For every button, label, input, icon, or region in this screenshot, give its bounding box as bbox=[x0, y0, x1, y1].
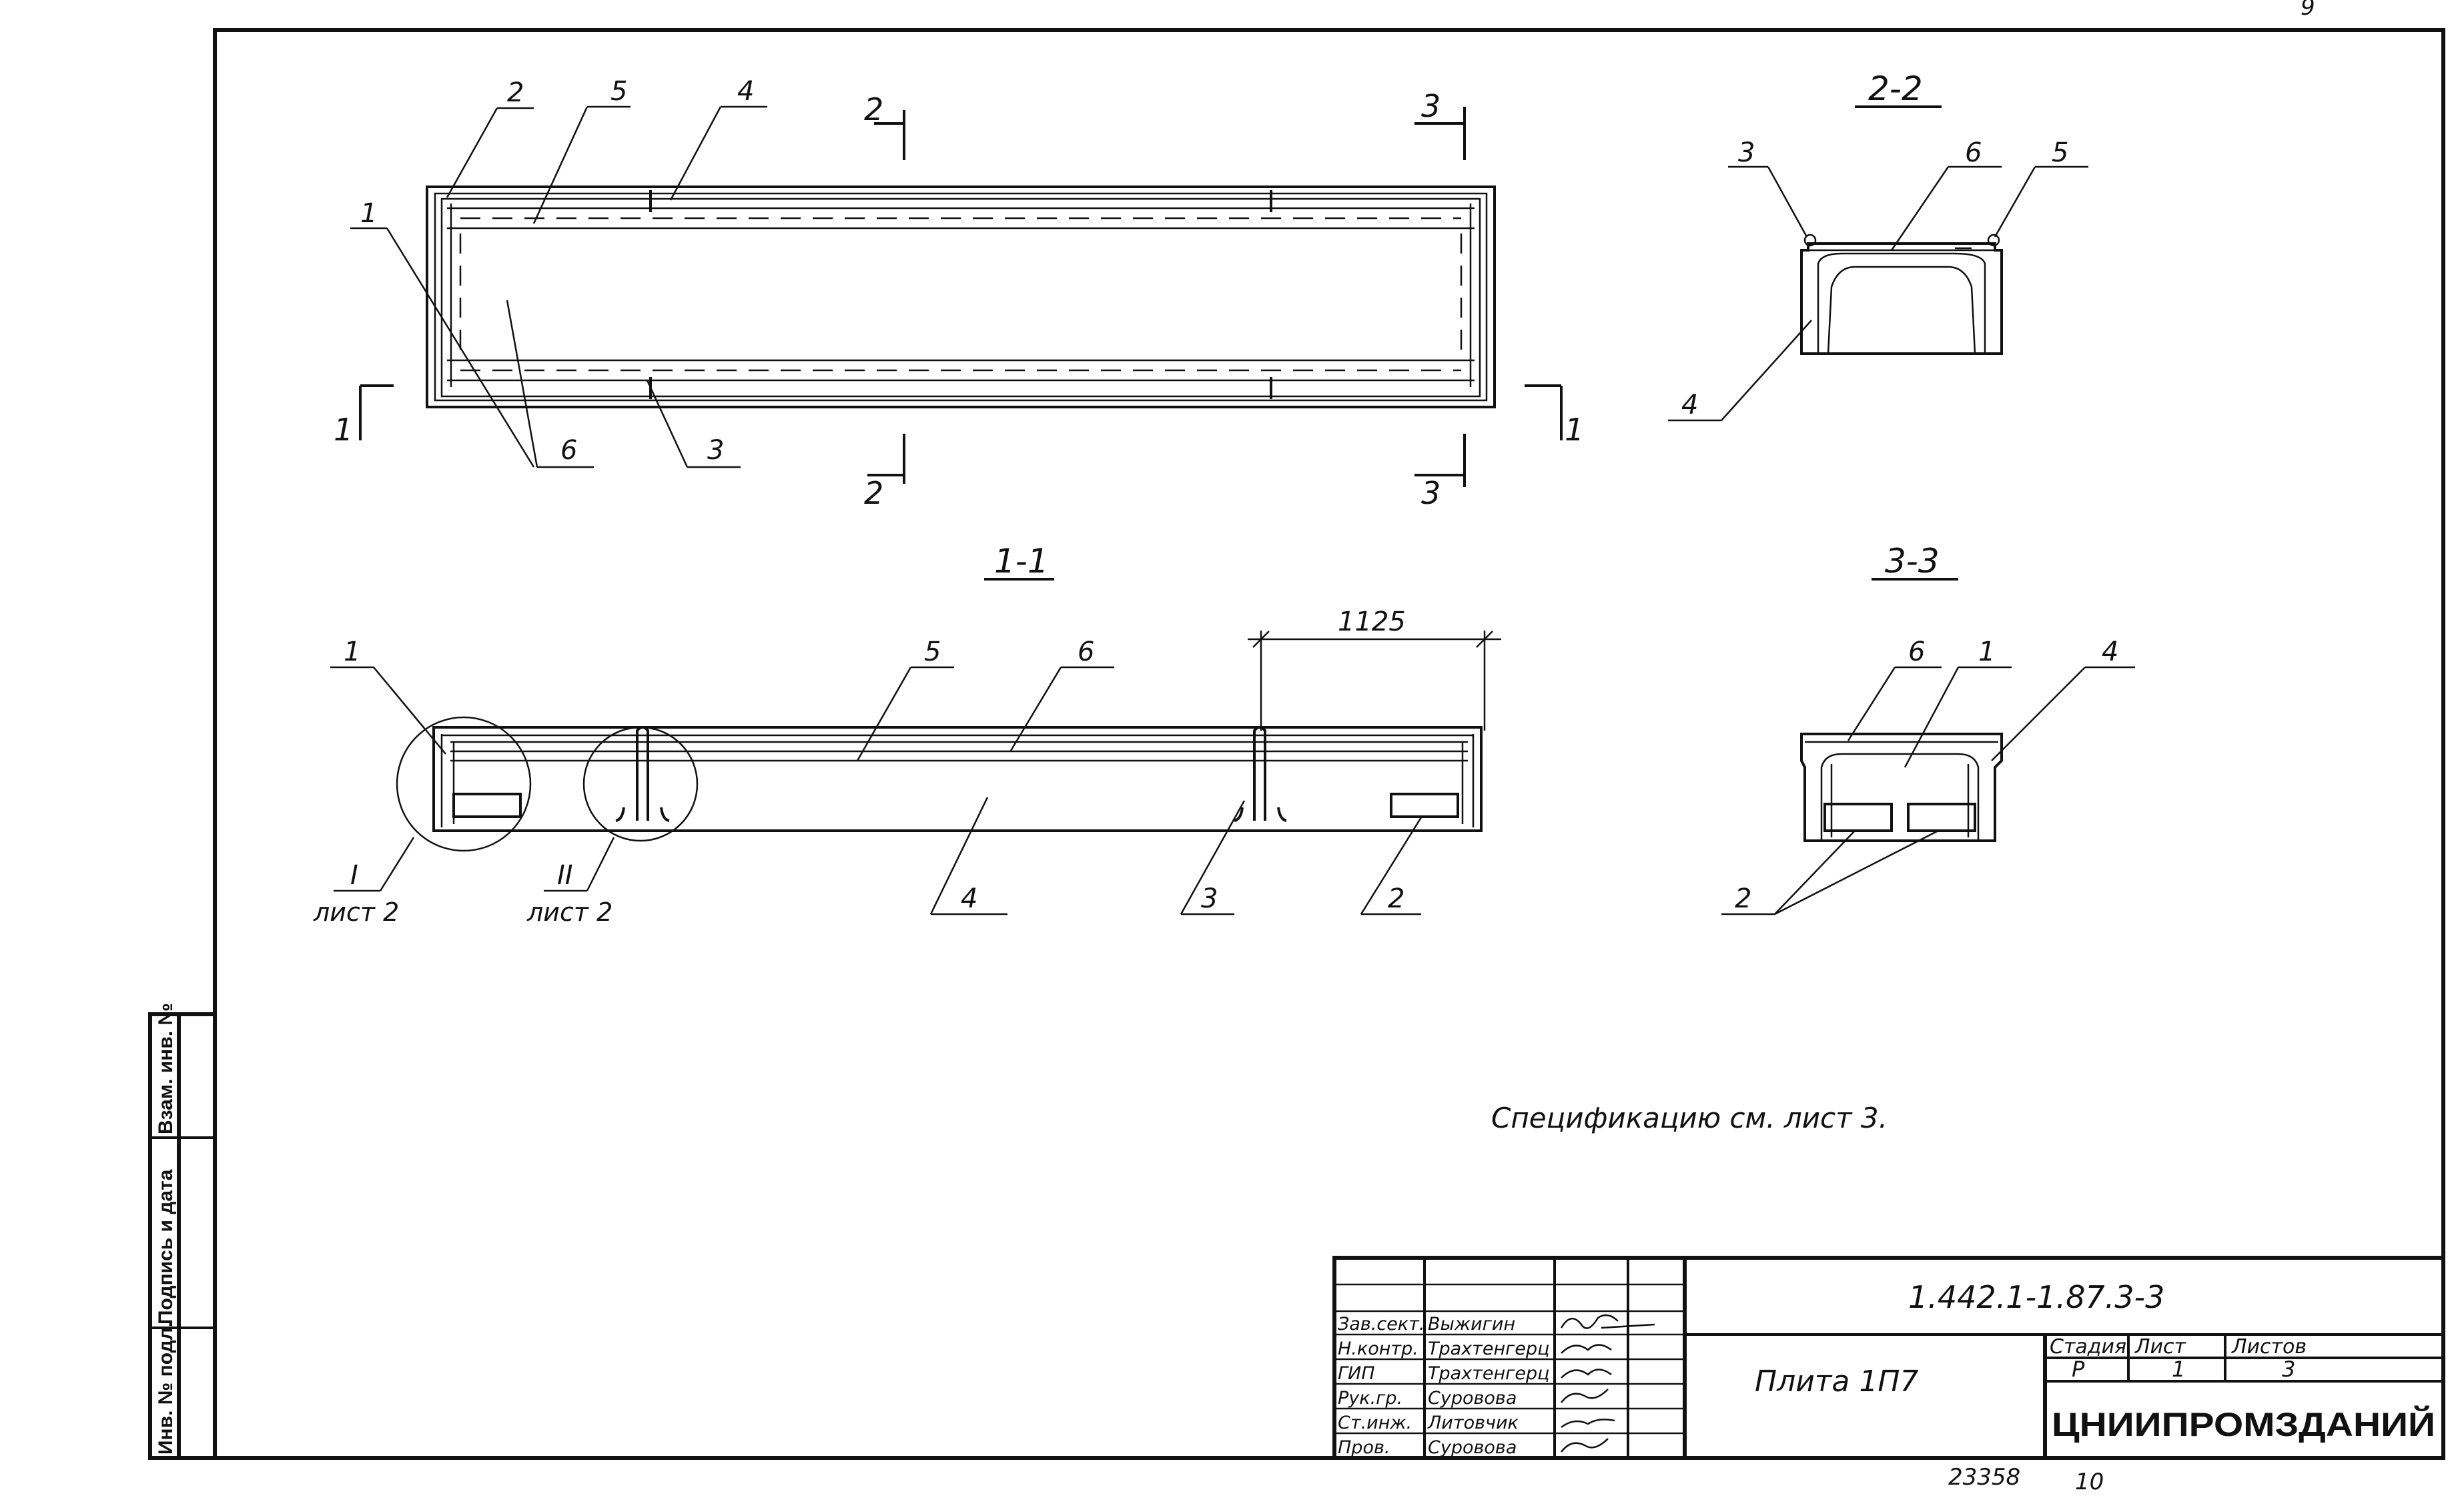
doc-code: 1.442.1-1.87.3-3 bbox=[1908, 1279, 2164, 1315]
section-mark-2-bottom: 2 bbox=[864, 475, 883, 511]
plan-callout-3: 3 bbox=[707, 435, 724, 466]
name-2: Трахтенгерц bbox=[1428, 1363, 1549, 1384]
role-5: Пров. bbox=[1338, 1437, 1390, 1458]
sheet-value: 1 bbox=[2172, 1357, 2185, 1382]
s22-callout-6: 6 bbox=[1965, 137, 1982, 168]
role-0: Зав.сект. bbox=[1338, 1314, 1424, 1335]
plan-callout-5: 5 bbox=[610, 76, 627, 107]
name-0: Выжигин bbox=[1428, 1314, 1515, 1335]
plan-callout-2: 2 bbox=[507, 77, 524, 108]
s11-callout-4: 4 bbox=[961, 883, 977, 914]
sheets-header: Листов bbox=[2231, 1335, 2307, 1359]
section-2-2-title: 2-2 bbox=[1868, 69, 1923, 108]
s22-callout-5: 5 bbox=[2052, 137, 2068, 168]
dimension-1125: 1125 bbox=[1338, 607, 1406, 637]
section-1-1-outline bbox=[432, 726, 1483, 832]
detail-circle-1 bbox=[396, 716, 532, 852]
section-mark-1-left: 1 bbox=[334, 412, 353, 448]
stage-header: Стадия bbox=[2050, 1335, 2126, 1359]
s11-callout-5: 5 bbox=[924, 637, 941, 667]
plan-view: 2 5 4 1 6 3 1 1 2 2 3 3 bbox=[334, 76, 1584, 511]
section-mark-2-top: 2 bbox=[864, 91, 883, 127]
section-1-1-view: 1-1 1125 1 5 bbox=[313, 542, 1501, 927]
s11-callout-6: 6 bbox=[1078, 637, 1094, 667]
name-5: Суровова bbox=[1428, 1437, 1517, 1458]
drawing-frame bbox=[213, 28, 2445, 1460]
detail-1-sheet: лист 2 bbox=[313, 897, 399, 927]
s33-callout-1: 1 bbox=[1978, 637, 1995, 667]
specification-note: Спецификацию см. лист 3. bbox=[1491, 1102, 1888, 1134]
page-corner-number: 9 bbox=[2301, 0, 2315, 21]
s11-callout-1: 1 bbox=[344, 637, 360, 667]
archive-number: 23358 bbox=[1948, 1464, 2020, 1491]
name-3: Суровова bbox=[1428, 1388, 1517, 1409]
s33-callout-2: 2 bbox=[1735, 883, 1751, 914]
s33-pad-left bbox=[1823, 803, 1893, 832]
role-3: Рук.гр. bbox=[1338, 1388, 1402, 1409]
s33-pad-right bbox=[1907, 803, 1976, 832]
stage-value: Р bbox=[2072, 1357, 2085, 1382]
section-mark-3-bottom: 3 bbox=[1421, 475, 1441, 511]
s22-callout-3: 3 bbox=[1738, 137, 1755, 168]
name-4: Литовчик bbox=[1427, 1413, 1519, 1433]
section-mark-1-right: 1 bbox=[1565, 412, 1584, 448]
section-1-1-title: 1-1 bbox=[994, 542, 1049, 581]
s22-callout-4: 4 bbox=[1681, 390, 1698, 420]
section-3-3-view: 3-3 6 1 4 2 bbox=[1721, 542, 2135, 915]
role-2: ГИП bbox=[1338, 1363, 1375, 1384]
stamp-replaced-inv: Взам. инв. № bbox=[155, 1003, 177, 1134]
s33-callout-4: 4 bbox=[2102, 637, 2118, 667]
section-mark-3-top: 3 bbox=[1421, 88, 1441, 124]
stamp-signature-date: Подпись и дата bbox=[155, 1169, 177, 1325]
signature-marks bbox=[1560, 1314, 1655, 1453]
sheets-value: 3 bbox=[2282, 1357, 2295, 1382]
title-block: Зав.сект. Выжигин Н.контр. Трахтенгерц Г… bbox=[1332, 1256, 2445, 1460]
side-stamp: Инв. № подл. Подпись и дата Взам. инв. № bbox=[148, 1003, 217, 1460]
role-4: Ст.инж. bbox=[1338, 1413, 1412, 1433]
s11-callout-3: 3 bbox=[1201, 883, 1218, 914]
format-mark: 10 bbox=[2075, 1469, 2104, 1495]
section-3-3-title: 3-3 bbox=[1885, 542, 1940, 581]
section-2-2-view: 2-2 3 6 5 4 bbox=[1668, 69, 2088, 422]
plan-callout-1: 1 bbox=[360, 198, 377, 229]
detail-1-mark: I bbox=[350, 860, 358, 891]
sheet-header: Лист bbox=[2134, 1335, 2187, 1359]
plan-callout-6: 6 bbox=[560, 435, 577, 466]
section-3-3-outline bbox=[1800, 733, 2003, 842]
item-name: Плита 1П7 bbox=[1755, 1365, 1918, 1399]
s11-callout-2: 2 bbox=[1388, 883, 1404, 914]
detail-circle-2 bbox=[582, 726, 699, 842]
support-pad-left bbox=[452, 793, 522, 818]
detail-2-sheet: лист 2 bbox=[526, 897, 612, 927]
role-1: Н.контр. bbox=[1338, 1339, 1418, 1359]
detail-2-mark: II bbox=[557, 860, 573, 891]
name-1: Трахтенгерц bbox=[1428, 1339, 1549, 1359]
organization-name: ЦНИИПРОМЗДАНИЙ bbox=[2052, 1405, 2435, 1443]
plan-callout-4: 4 bbox=[737, 76, 754, 107]
support-pad-right bbox=[1390, 793, 1459, 818]
s33-callout-6: 6 bbox=[1908, 637, 1925, 667]
plan-outline bbox=[426, 185, 1496, 408]
stamp-inv-no: Инв. № подл. bbox=[155, 1322, 177, 1455]
